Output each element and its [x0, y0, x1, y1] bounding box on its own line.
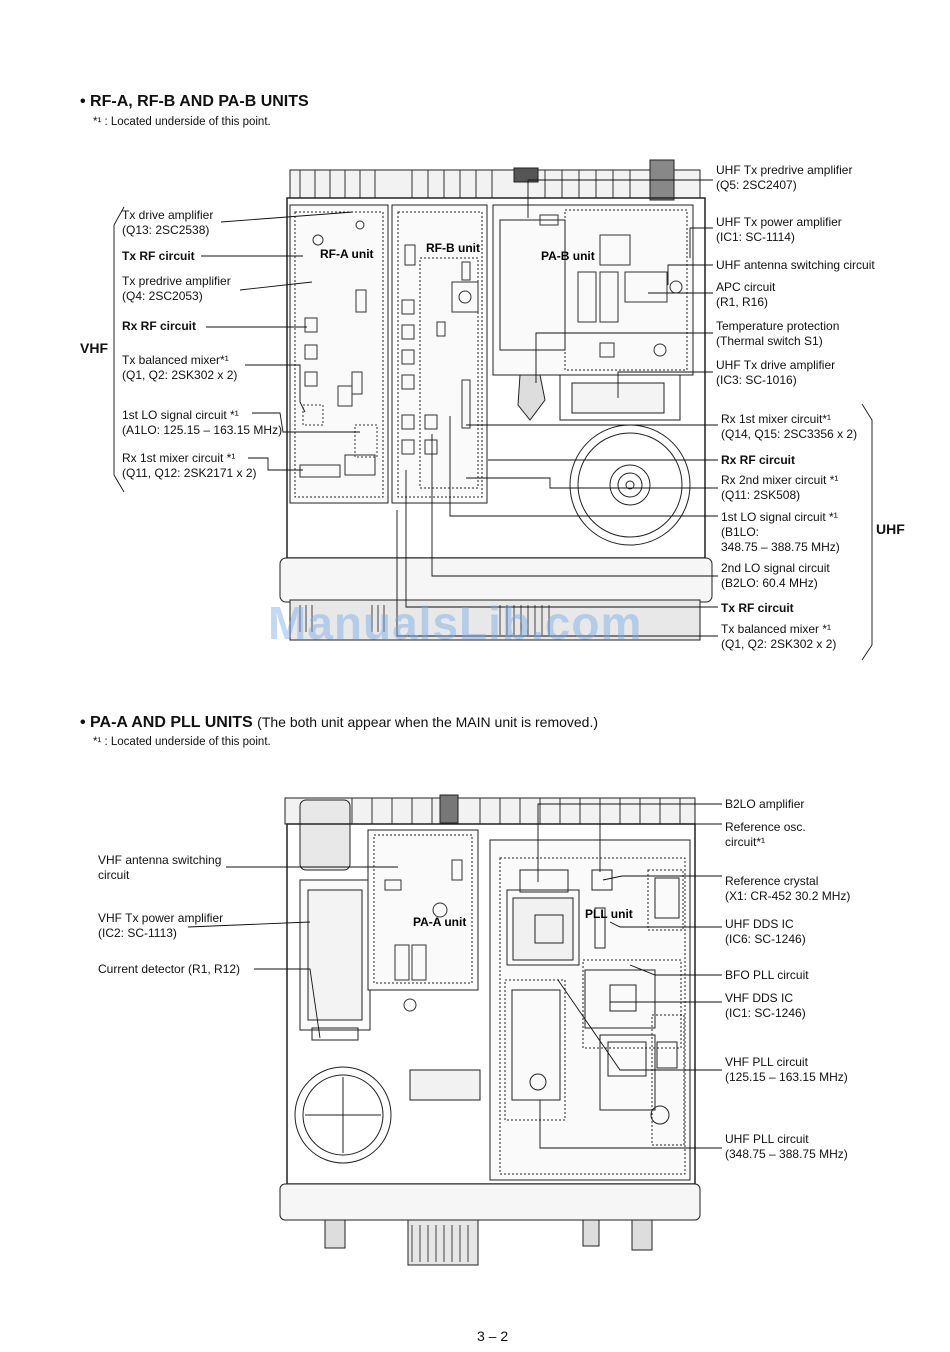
label-uhf-tx-predrive-amplifier: UHF Tx predrive amplifier(Q5: 2SC2407)	[716, 163, 853, 192]
vhf-group-label: VHF	[80, 340, 108, 356]
rfa-unit-label: RF-A unit	[320, 247, 374, 261]
label-vhf-dds-ic: VHF DDS IC(IC1: SC-1246)	[725, 991, 806, 1020]
label-vhf-pll: VHF PLL circuit(125.15 – 163.15 MHz)	[725, 1055, 848, 1084]
section2-title: • PA-A AND PLL UNITS	[80, 714, 253, 731]
watermark: ManualsLib.com	[268, 597, 643, 649]
label-rx-2nd-mixer: Rx 2nd mixer circuit *¹(Q11: 2SK508)	[721, 473, 839, 502]
label-rx-1st-mixer-uhf: Rx 1st mixer circuit*¹(Q14, Q15: 2SC3356…	[721, 412, 858, 441]
label-rx-1st-mixer-vhf: Rx 1st mixer circuit *¹(Q11, Q12: 2SK217…	[122, 451, 257, 480]
label-1st-lo-signal-uhf: 1st LO signal circuit *¹(B1LO:348.75 – 3…	[721, 510, 840, 554]
pab-unit-label: PA-B unit	[541, 249, 595, 263]
label-vhf-tx-power-amplifier: VHF Tx power amplifier(IC2: SC-1113)	[98, 911, 224, 940]
rf-units-diagram: RF-A unit RF-B unit PA-B unit	[113, 159, 873, 661]
label-rx-rf-circuit-uhf: Rx RF circuit	[721, 453, 796, 467]
pll-units-diagram: PA-A unit PLL unit	[187, 794, 722, 1266]
label-bfo-pll: BFO PLL circuit	[725, 968, 809, 982]
label-tx-rf-circuit-uhf: Tx RF circuit	[721, 601, 794, 615]
label-rx-rf-circuit-vhf: Rx RF circuit	[122, 319, 197, 333]
label-uhf-pll: UHF PLL circuit(348.75 – 388.75 MHz)	[725, 1132, 848, 1161]
label-tx-balanced-mixer-uhf: Tx balanced mixer *¹(Q1, Q2: 2SK302 x 2)	[721, 622, 837, 651]
label-apc-circuit: APC circuit(R1, R16)	[716, 280, 776, 309]
heatsink-fins	[289, 159, 701, 201]
label-uhf-dds-ic: UHF DDS IC(IC6: SC-1246)	[725, 917, 806, 946]
label-reference-crystal: Reference crystal(X1: CR-452 30.2 MHz)	[725, 874, 851, 903]
label-uhf-tx-drive-amplifier: UHF Tx drive amplifier(IC3: SC-1016)	[716, 358, 836, 387]
label-current-detector: Current detector (R1, R12)	[98, 962, 241, 976]
section2-footnote: *¹ : Located underside of this point.	[93, 736, 271, 748]
pll-unit-label: PLL unit	[585, 907, 633, 921]
label-tx-balanced-mixer-vhf: Tx balanced mixer*¹(Q1, Q2: 2SK302 x 2)	[122, 353, 238, 382]
label-tx-predrive-amplifier: Tx predrive amplifier(Q4: 2SC2053)	[122, 274, 231, 303]
section1-footnote: *¹ : Located underside of this point.	[93, 116, 271, 128]
label-tx-drive-amplifier: Tx drive amplifier(Q13: 2SC2538)	[122, 208, 214, 237]
speaker	[569, 424, 691, 546]
section1-heading: • RF-A, RF-B AND PA-B UNITS	[80, 93, 309, 110]
paa-unit-label: PA-A unit	[413, 915, 466, 929]
label-2nd-lo-signal: 2nd LO signal circuit(B2LO: 60.4 MHz)	[721, 561, 830, 590]
section2-heading: • PA-A AND PLL UNITS (The both unit appe…	[80, 714, 598, 732]
label-uhf-tx-power-amplifier: UHF Tx power amplifier(IC1: SC-1114)	[716, 215, 842, 244]
label-1st-lo-signal-vhf: 1st LO signal circuit *¹(A1LO: 125.15 – …	[122, 408, 283, 437]
cooling-fan	[294, 1066, 392, 1164]
label-tx-rf-circuit-vhf: Tx RF circuit	[122, 249, 195, 263]
rfb-unit-label: RF-B unit	[426, 241, 480, 255]
page-number: 3 – 2	[477, 1328, 509, 1344]
label-uhf-antenna-switching: UHF antenna switching circuit	[716, 258, 875, 272]
label-temperature-protection: Temperature protection(Thermal switch S1…	[716, 319, 840, 348]
uhf-group-label: UHF	[876, 521, 905, 537]
label-reference-osc: Reference osc.circuit*¹	[725, 820, 806, 849]
label-b2lo-amplifier: B2LO amplifier	[725, 797, 805, 811]
section2-heading-note: (The both unit appear when the MAIN unit…	[257, 714, 599, 730]
